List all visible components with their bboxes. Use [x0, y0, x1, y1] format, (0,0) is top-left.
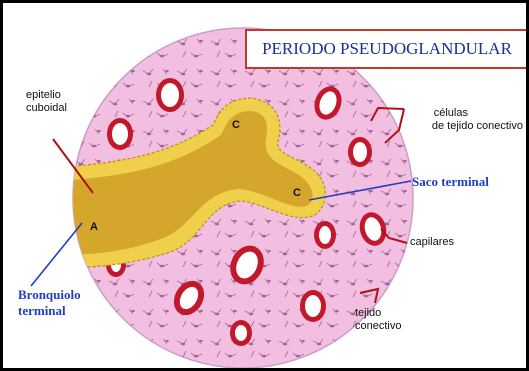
title-text: PERIODO PSEUDOGLANDULAR: [262, 39, 512, 59]
diagram-title: PERIODO PSEUDOGLANDULAR: [245, 29, 526, 69]
label-line: cuboidal: [26, 102, 67, 115]
label-line: terminal: [18, 303, 81, 319]
label-line: conectivo: [355, 320, 401, 333]
label-line: Bronquiolo: [18, 287, 81, 303]
capillary: [156, 78, 184, 112]
capillary: [107, 118, 133, 150]
diagram-frame: C C A PERIODO PSEUDOGLANDULAR epitelio c…: [3, 3, 526, 368]
label-capilares: capilares: [410, 236, 454, 249]
capillary: [348, 137, 372, 167]
letter-c-right: C: [293, 187, 301, 199]
label-tejido-conectivo: tejido conectivo: [355, 307, 401, 333]
capillary: [300, 290, 326, 322]
label-bronquiolo-terminal: Bronquiolo terminal: [18, 287, 81, 319]
label-line: de tejido conectivo: [385, 120, 523, 133]
label-line: células: [385, 107, 523, 120]
label-epitelio-cuboidal: epitelio cuboidal: [26, 89, 67, 115]
label-line: tejido: [355, 307, 401, 320]
leader-bronquiolo: [31, 223, 82, 286]
label-line: epitelio: [26, 89, 67, 102]
letter-c-top: C: [232, 119, 240, 131]
capillary: [314, 221, 336, 249]
capillary: [230, 320, 252, 346]
letter-a: A: [90, 221, 98, 233]
label-celulas-tejido: células de tejido conectivo: [385, 107, 523, 133]
label-saco-terminal: Saco terminal: [412, 174, 489, 190]
